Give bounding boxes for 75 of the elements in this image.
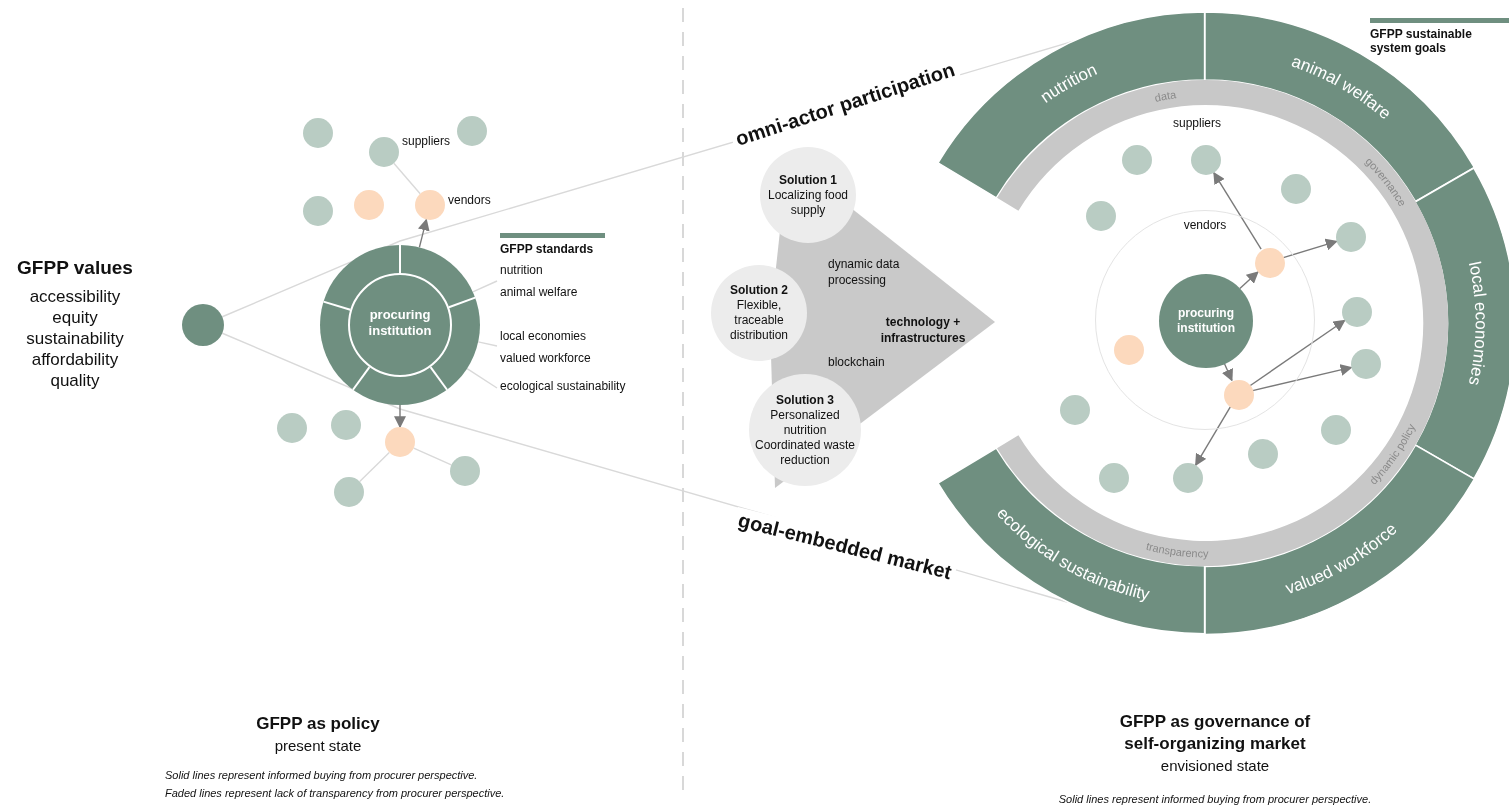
feature-text: blockchain [828,354,886,370]
connector-line [393,162,421,195]
label-text: envisioned state [1159,756,1271,775]
circle-marker [457,116,487,146]
circle-marker [1342,297,1372,327]
circle-marker [1281,174,1311,204]
note-text: Faded lines represent lack of transparency from procurer perspective. [165,786,505,800]
solution-title: Solution 2 [729,283,789,298]
arrow [1282,238,1338,259]
leader-line [472,280,498,293]
circle-marker [354,190,384,220]
circle-marker [303,118,333,148]
circle-marker [1191,145,1221,175]
heading-text: GFPP as governance of self-organizing market [1118,711,1312,755]
circle-marker [1255,248,1285,278]
feature-text: dynamic data processing [828,256,901,288]
label-text: accessibility equity sustainability affordability quality [25,286,125,391]
legend-label: GFPP standards [500,242,595,256]
circle-marker [1114,335,1144,365]
arrow [1194,406,1232,467]
heading-text: GFPP values [16,256,134,280]
standard-item: local economies [500,328,587,344]
solution-text: Personalized nutrition [769,407,841,438]
circle-marker [303,196,333,226]
arrow [1239,271,1259,290]
standard-item: animal welfare [500,284,578,300]
arrow [1213,171,1262,250]
standard-item: ecological sustainability [500,378,626,394]
circle-marker [1173,463,1203,493]
circle-marker [385,427,415,457]
connector-line [413,447,452,466]
solution-text: Flexible, traceable distribution [729,298,789,343]
circle-marker [277,413,307,443]
label-text: vendors [448,192,491,208]
circle-marker [1099,463,1129,493]
solution-text: Coordinated waste reduction [753,437,857,468]
circle-marker [1351,349,1381,379]
institution-circle: procuring institution [1159,274,1253,368]
label-text: suppliers [1173,115,1222,131]
circle-marker [182,304,224,346]
solution-title: Solution 1 [778,172,838,188]
label-text: present state [273,736,363,755]
circle-marker [1248,439,1278,469]
connector-line [359,451,390,483]
legend-label: GFPP sustainable system goals [1370,27,1473,55]
circle-marker [334,477,364,507]
circle-marker [1224,380,1254,410]
standard-item: nutrition [500,262,543,278]
leader-line [477,341,498,347]
circle-marker [1336,222,1366,252]
arrow [1222,362,1233,382]
heading-text: GFPP as policy [255,713,381,734]
band-label: data [1153,88,1177,104]
circle-marker [1321,415,1351,445]
arrow [1249,319,1346,387]
arrow [1251,364,1353,392]
circle-marker [450,456,480,486]
solution-title: Solution 3 [775,392,835,408]
note-text: Solid lines represent informed buying from procurer perspective. [1057,792,1373,806]
circle-marker [369,137,399,167]
circle-marker [1060,395,1090,425]
note-text: Solid lines represent informed buying from procurer perspective. [165,768,478,782]
group-label: vendors [1182,217,1228,233]
circle-marker [415,190,445,220]
arrow [394,404,406,429]
leader-line [466,367,498,389]
arrow [417,218,430,249]
standard-item: valued workforce [500,350,591,366]
label-text: suppliers [402,133,451,149]
circle-marker [1122,145,1152,175]
circle-marker [1086,201,1116,231]
solution-text: Localizing food supply [766,187,850,218]
circle-marker [331,410,361,440]
node-label: procuring institution [367,307,433,339]
feature-text: technology + infrastructures [879,314,967,346]
